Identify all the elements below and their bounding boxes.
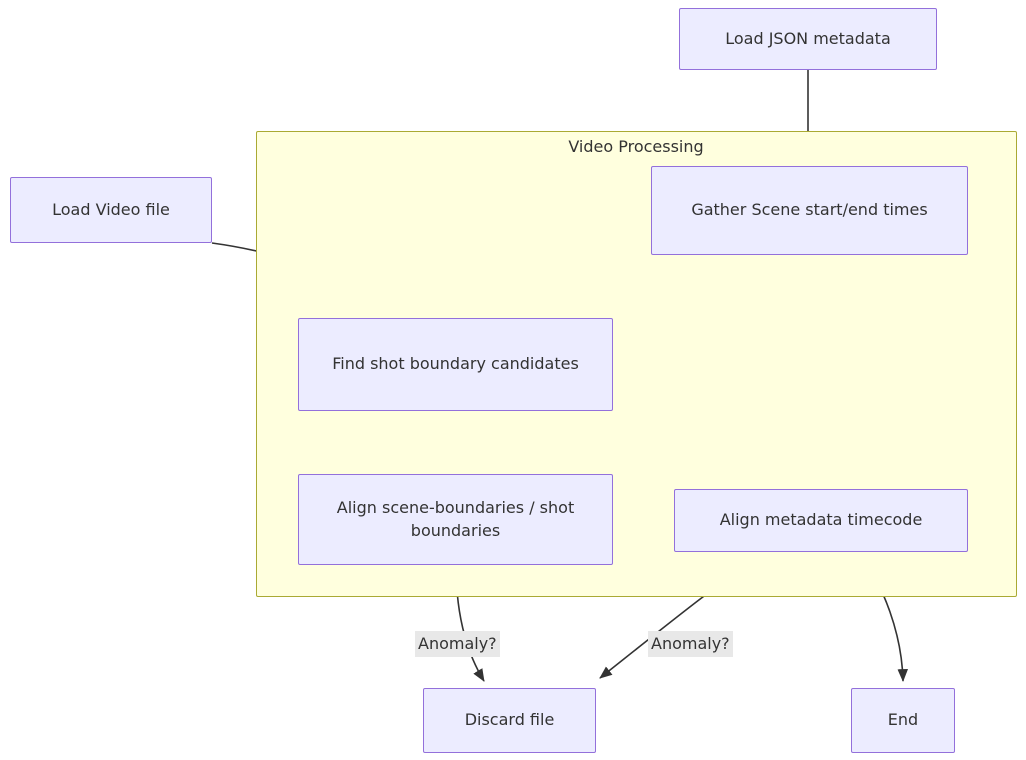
node-load-json-metadata[interactable]: Load JSON metadata xyxy=(679,8,937,70)
node-gather-scene-times[interactable]: Gather Scene start/end times xyxy=(651,166,968,255)
edge-label-e-align-meta-to-discard: Anomaly? xyxy=(648,631,733,657)
node-align-scene-shot-boundaries[interactable]: Align scene-boundaries / shot boundaries xyxy=(298,474,613,565)
node-end[interactable]: End xyxy=(851,688,955,753)
node-discard-file[interactable]: Discard file xyxy=(423,688,596,753)
node-load-video-file[interactable]: Load Video file xyxy=(10,177,212,243)
node-find-shot-boundary-candidates[interactable]: Find shot boundary candidates xyxy=(298,318,613,411)
node-align-metadata-timecode[interactable]: Align metadata timecode xyxy=(674,489,968,552)
edge-label-e-align-shot-to-discard: Anomaly? xyxy=(415,631,500,657)
subgraph-title-video-processing: Video Processing xyxy=(568,137,704,156)
